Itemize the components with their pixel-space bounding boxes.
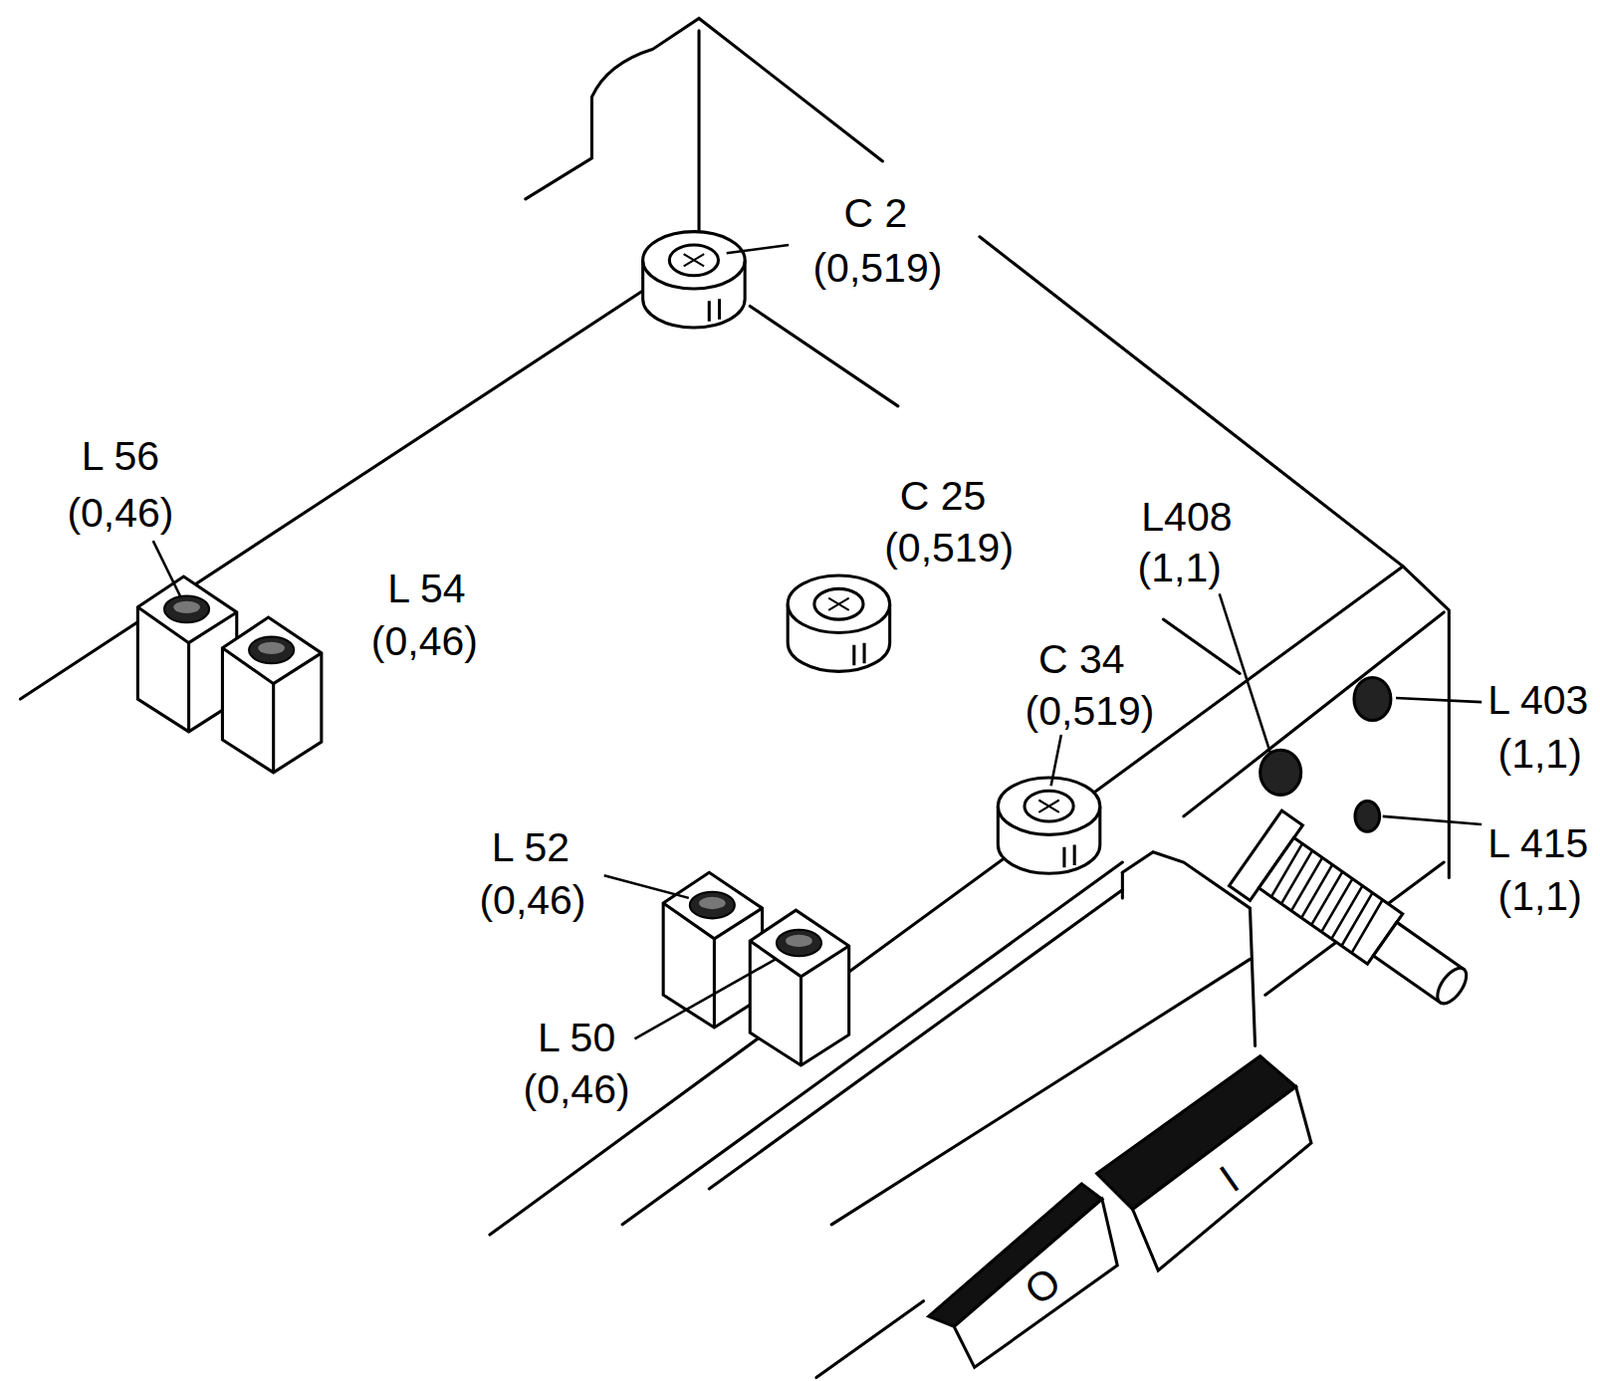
trimmer-capacitor <box>787 575 890 672</box>
callout-label: L 54 <box>387 567 465 609</box>
trimmer-capacitor <box>643 231 745 328</box>
adjust-hole <box>1260 749 1302 795</box>
switch-housing <box>1121 872 1125 899</box>
coil-can <box>222 617 321 773</box>
callout-label: (1,1) <box>1498 875 1583 916</box>
switch-marking: O <box>1017 1259 1068 1312</box>
coil-can <box>749 910 849 1066</box>
pot-shaft <box>1431 962 1472 1008</box>
front-edge <box>622 862 1123 1225</box>
callout-label: L 415 <box>1487 822 1589 864</box>
leader-line <box>604 875 689 899</box>
switch-button <box>953 1198 1118 1368</box>
callout-label: L 52 <box>491 826 570 868</box>
chassis-outline <box>19 17 1449 1377</box>
callout-label: (1,1) <box>1498 732 1583 774</box>
leader-line <box>1051 734 1062 786</box>
adjust-holes <box>1260 678 1391 833</box>
callout-label: L 403 <box>1487 680 1589 721</box>
chassis-edge <box>19 290 643 699</box>
leader-line <box>1382 816 1482 825</box>
adjust-hole <box>1354 678 1391 721</box>
power-switch <box>928 1056 1312 1369</box>
leader-line <box>153 540 182 597</box>
chassis-edge <box>525 17 884 199</box>
chassis-edge <box>1162 619 1240 674</box>
callout-label: L 50 <box>537 1016 616 1058</box>
leader-line <box>634 958 775 1039</box>
callout-label: (0,519) <box>812 246 942 288</box>
chassis-edge <box>749 305 899 406</box>
front-edge <box>1183 612 1444 817</box>
pot-thread <box>1267 843 1387 953</box>
switch-marking: I <box>1213 1158 1247 1199</box>
leader-lines <box>153 244 1482 1039</box>
front-edge <box>816 1301 924 1378</box>
callout-label: L 56 <box>81 436 160 477</box>
callout-label: (0,46) <box>371 620 478 662</box>
chassis-edge <box>979 236 1449 879</box>
callout-label: (0,46) <box>66 491 174 533</box>
switch-button <box>1133 1086 1312 1270</box>
callout-label: (0,519) <box>1025 689 1155 731</box>
callout-label: (0,46) <box>478 879 586 920</box>
callout-label: L408 <box>1141 495 1232 537</box>
callout-label: C 2 <box>843 192 908 233</box>
leader-line <box>1219 593 1271 753</box>
callout-label: (0,46) <box>523 1068 631 1110</box>
callout-label: C 34 <box>1038 639 1126 681</box>
front-edge <box>708 890 1123 1189</box>
leader-line <box>1395 697 1482 702</box>
adjust-hole <box>1355 801 1380 833</box>
potentiometer <box>1229 810 1488 1030</box>
callout-label: C 25 <box>900 475 987 517</box>
trimmer-capacitor <box>997 777 1100 874</box>
callout-label: (0,519) <box>884 526 1014 568</box>
callout-label: (1,1) <box>1138 546 1222 588</box>
leader-line <box>726 244 790 253</box>
chassis-edge <box>696 30 700 233</box>
